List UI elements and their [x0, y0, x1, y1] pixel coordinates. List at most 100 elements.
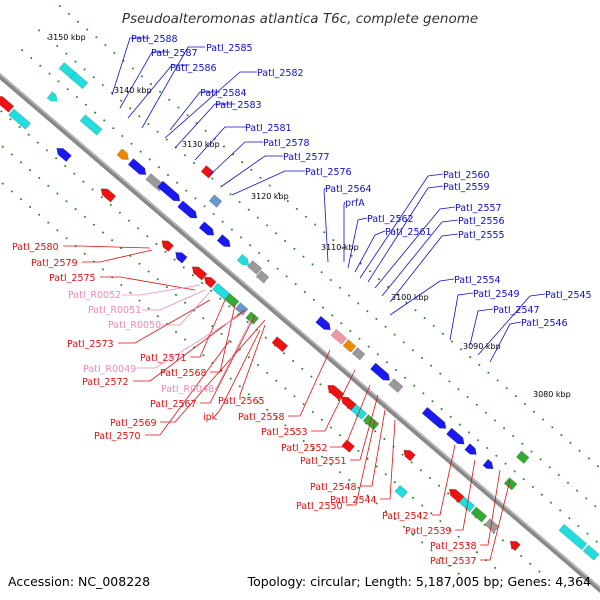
gene-feature[interactable]: [394, 484, 408, 499]
gene-label[interactable]: PatI_2537: [430, 556, 477, 567]
gene-feature[interactable]: [159, 238, 174, 252]
gene-feature[interactable]: [200, 165, 215, 179]
gene-label[interactable]: PatI_2569: [110, 418, 157, 429]
gene-feature[interactable]: [190, 264, 208, 281]
gene-feature[interactable]: [370, 362, 392, 383]
gene-feature[interactable]: [342, 339, 357, 353]
gene-label[interactable]: PatI_2561: [385, 227, 432, 238]
gene-label[interactable]: PatI_2581: [245, 123, 292, 134]
gene-feature[interactable]: [362, 414, 380, 431]
gene-feature[interactable]: [470, 506, 488, 523]
gene-label[interactable]: PatI_2547: [493, 305, 540, 316]
gene-label[interactable]: prfA: [345, 198, 365, 209]
gene-label[interactable]: PatI_2575: [49, 273, 96, 284]
gene-feature[interactable]: [458, 496, 476, 513]
gene-label[interactable]: PatI_2586: [170, 63, 217, 74]
gene-feature[interactable]: [236, 253, 251, 268]
gene-label[interactable]: PatI_2555: [458, 230, 505, 241]
gene-feature[interactable]: [245, 311, 259, 325]
gene-label[interactable]: PatI_2557: [455, 203, 502, 214]
gene-feature[interactable]: [271, 336, 289, 353]
gene-label[interactable]: PatI_2544: [330, 495, 377, 506]
gene-feature[interactable]: [515, 450, 530, 464]
gene-label[interactable]: PatI_2559: [443, 182, 490, 193]
gene-feature[interactable]: [351, 347, 366, 361]
gene-label[interactable]: PatI_2585: [206, 43, 253, 54]
gene-label[interactable]: PatI_2562: [367, 214, 414, 225]
gene-feature[interactable]: [234, 302, 249, 316]
gene-label[interactable]: PatI_2588: [131, 34, 178, 45]
gene-label[interactable]: PatI_2568: [160, 368, 207, 379]
gene-label[interactable]: PatI_2552: [281, 443, 328, 454]
gene-label[interactable]: PatI_2567: [150, 399, 197, 410]
gene-label[interactable]: PatI_R0052: [68, 290, 121, 301]
gene-label[interactable]: PatI_2564: [325, 184, 372, 195]
gene-feature[interactable]: [46, 91, 60, 105]
gene-label[interactable]: PatI_2554: [454, 275, 501, 286]
gene-label[interactable]: PatI_2556: [458, 216, 505, 227]
gene-feature[interactable]: [247, 260, 263, 275]
gene-label[interactable]: PatI_2553: [261, 427, 308, 438]
gene-feature[interactable]: [8, 108, 31, 130]
gene-feature[interactable]: [202, 274, 217, 289]
gene-label[interactable]: PatI_2565: [218, 396, 265, 407]
gene-feature[interactable]: [116, 148, 131, 163]
gene-feature[interactable]: [447, 486, 465, 503]
gene-label[interactable]: PatI_R0049: [83, 364, 136, 375]
gene-label[interactable]: PatI_2542: [382, 511, 429, 522]
gene-label[interactable]: PatI_2551: [300, 456, 347, 467]
gene-feature[interactable]: [484, 518, 500, 533]
gene-feature[interactable]: [255, 270, 270, 284]
gene-label[interactable]: PatI_2538: [430, 541, 477, 552]
gene-feature[interactable]: [70, 71, 89, 90]
gene-feature[interactable]: [173, 249, 188, 264]
gene-label[interactable]: PatI_2571: [140, 353, 187, 364]
gene-label[interactable]: PatI_2584: [200, 88, 247, 99]
gene-feature[interactable]: [482, 458, 496, 472]
gene-feature[interactable]: [388, 378, 404, 393]
gene-label[interactable]: PatI_2539: [405, 526, 452, 537]
gene-label[interactable]: PatI_2558: [238, 412, 285, 423]
gene-label[interactable]: PatI_R0050: [108, 320, 161, 331]
gene-feature[interactable]: [508, 538, 521, 552]
gene-label[interactable]: ipk: [203, 412, 218, 423]
gene-label[interactable]: PatI_R0051: [88, 305, 141, 316]
gene-feature[interactable]: [582, 544, 600, 561]
gene-feature[interactable]: [341, 439, 355, 453]
gene-feature[interactable]: [212, 282, 231, 300]
gene-label[interactable]: PatI_2573: [67, 339, 114, 350]
gene-feature[interactable]: [446, 427, 466, 447]
gene-label[interactable]: PatI_2587: [151, 48, 198, 59]
gene-label[interactable]: PatI_2576: [305, 167, 352, 178]
gene-label[interactable]: PatI_2578: [263, 138, 310, 149]
gene-label[interactable]: PatI_2570: [94, 431, 141, 442]
gene-label[interactable]: PatI_2582: [257, 68, 304, 79]
gene-feature[interactable]: [330, 328, 348, 345]
gene-feature[interactable]: [177, 200, 200, 221]
gene-label[interactable]: PatI_2560: [443, 170, 490, 181]
gene-feature[interactable]: [325, 382, 345, 401]
gene-feature[interactable]: [208, 194, 223, 208]
gene-feature[interactable]: [401, 447, 416, 462]
gene-label[interactable]: PatI_2580: [12, 242, 59, 253]
gene-label[interactable]: PatI_2545: [545, 290, 592, 301]
gene-feature[interactable]: [127, 158, 148, 178]
gene-label[interactable]: PatI_2546: [521, 318, 568, 329]
gene-label[interactable]: PatI_2579: [31, 258, 78, 269]
gene-feature[interactable]: [0, 93, 15, 113]
gene-feature[interactable]: [421, 406, 448, 431]
gene-label[interactable]: PatI_2577: [283, 152, 330, 163]
gene-feature[interactable]: [558, 523, 588, 551]
gene-label[interactable]: PatI_2548: [310, 482, 357, 493]
gene-feature[interactable]: [216, 234, 233, 250]
gene-label[interactable]: PatI_2583: [215, 100, 262, 111]
gene-label[interactable]: PatI_2550: [296, 501, 343, 512]
gene-label[interactable]: PatI_2572: [82, 377, 129, 388]
gene-feature[interactable]: [464, 443, 479, 458]
gene-label[interactable]: PatI_R0048: [161, 384, 214, 395]
gene-feature[interactable]: [315, 315, 333, 332]
gene-feature[interactable]: [54, 145, 72, 162]
gene-feature[interactable]: [79, 114, 103, 136]
gene-feature[interactable]: [224, 293, 240, 308]
gene-label[interactable]: PatI_2549: [473, 289, 520, 300]
